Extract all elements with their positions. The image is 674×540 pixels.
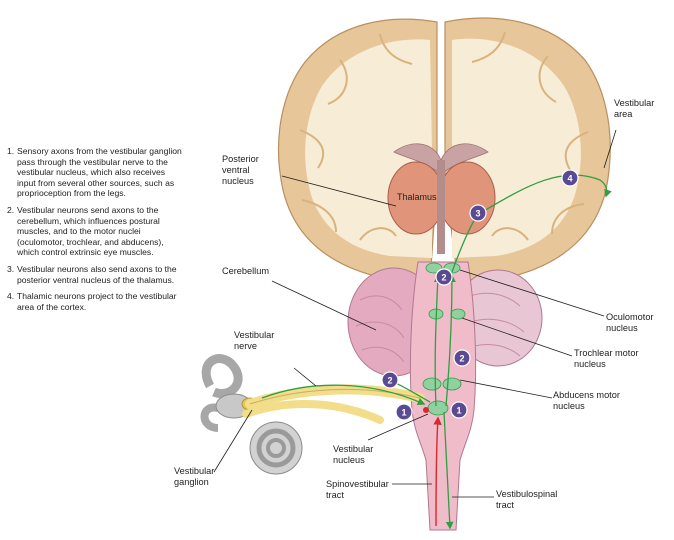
label-vestibular-nucleus: Vestibular nucleus — [333, 444, 376, 465]
third-ventricle — [437, 160, 445, 254]
spinovestibular-path — [433, 416, 442, 527]
step-badge: 2 — [381, 371, 399, 389]
step-item: 2.Vestibular neurons send axons to the c… — [7, 205, 183, 258]
step-text: Thalamic neurons project to the vestibul… — [17, 291, 177, 312]
step-badges: 1 1 2 2 2 3 4 — [381, 169, 579, 421]
vestibular-nucleus-marker — [423, 407, 429, 413]
step-number: 1. — [7, 146, 15, 156]
step-number: 4. — [7, 291, 15, 302]
step-badge: 4 — [561, 169, 579, 187]
leader-lines — [213, 129, 617, 498]
step-text: Sensory axons from the vestibular gangli… — [17, 146, 182, 199]
vestibulospinal-path — [443, 411, 454, 530]
step-badge: 2 — [435, 268, 453, 286]
brain-section — [277, 17, 611, 283]
label-vestibular-ganglion: Vestibular ganglion — [174, 466, 217, 487]
label-vestibular-nerve: Vestibular nerve — [234, 330, 277, 351]
label-posterior-ventral-nucleus: Posterior ventral nucleus — [222, 154, 261, 186]
label-abducens-motor-nucleus: Abducens motor nucleus — [553, 390, 622, 411]
step-number: 2. — [7, 204, 15, 215]
label-cerebellum: Cerebellum — [222, 266, 269, 276]
svg-text:2: 2 — [459, 354, 464, 364]
label-vestibulospinal-tract: Vestibulospinal tract — [496, 489, 560, 510]
label-thalamus: Thalamus — [397, 192, 437, 202]
right-thalamus — [438, 161, 496, 235]
svg-text:4: 4 — [567, 174, 572, 184]
gyri-folds — [299, 31, 589, 241]
vestibular-nerve-bundle — [242, 384, 425, 424]
step-item: 4.Thalamic neurons project to the vestib… — [7, 291, 183, 312]
step-text: Vestibular neurons also send axons to th… — [17, 263, 177, 285]
step-badge: 3 — [469, 204, 487, 222]
svg-text:2: 2 — [387, 376, 392, 386]
step-number: 3. — [7, 263, 15, 274]
step-text: Vestibular neurons send axons to the cer… — [17, 204, 164, 258]
ascending-right-path — [445, 274, 456, 407]
svg-text:1: 1 — [456, 406, 461, 416]
ascending-left-path — [433, 274, 442, 407]
thalamus-to-cortex-path — [481, 174, 612, 213]
svg-text:2: 2 — [441, 273, 446, 283]
vestibular-pathways — [261, 174, 612, 530]
label-spinovestibular-tract: Spinovestibular tract — [326, 479, 391, 500]
inner-ear — [200, 354, 303, 475]
brainstem — [409, 261, 477, 531]
step-item: 3.Vestibular neurons also send axons to … — [7, 264, 183, 285]
step-list: 1.Sensory axons from the vestibular gang… — [7, 146, 183, 318]
nerve-to-nucleus-path — [261, 384, 426, 406]
step-badge: 1 — [450, 401, 468, 419]
label-vestibular-area: Vestibular area — [614, 98, 657, 119]
label-trochlear-motor-nucleus: Trochlear motor nucleus — [574, 348, 641, 369]
svg-text:3: 3 — [475, 209, 480, 219]
step-badge: 2 — [453, 349, 471, 367]
step-item: 1.Sensory axons from the vestibular gang… — [7, 146, 183, 199]
svg-text:1: 1 — [401, 408, 406, 418]
step-badge: 1 — [395, 403, 413, 421]
label-oculomotor-nucleus: Oculomotor nucleus — [606, 312, 656, 333]
